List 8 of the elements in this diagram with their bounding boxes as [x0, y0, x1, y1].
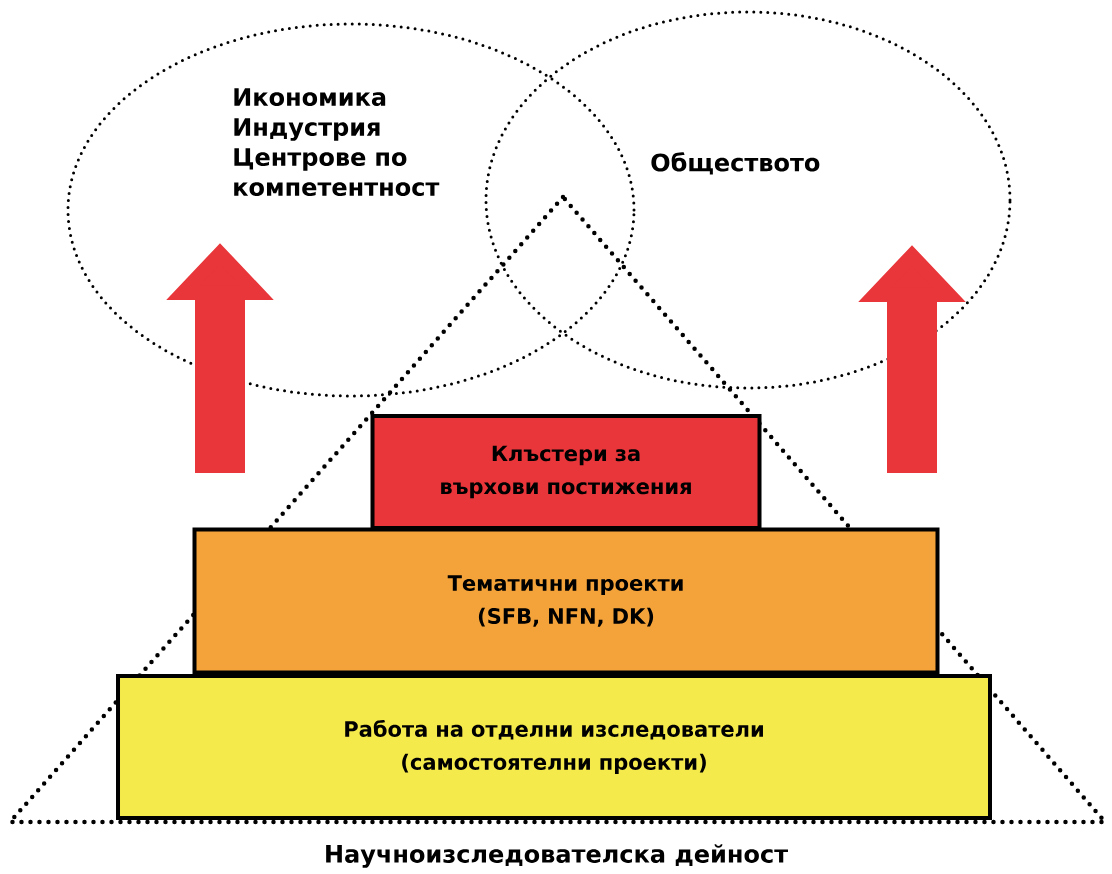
pyramid-block: Работа на отделни изследователи (самостоятелни проекти) [116, 674, 992, 820]
pyramid-block: Клъстери за върхови постижения [370, 414, 762, 530]
ellipse-label: Икономика [234, 88, 386, 107]
ellipse-label: Обществото [651, 152, 820, 175]
pyramid-block: Тематични проекти (SFB, NFN, DK) [192, 527, 940, 675]
ellipse-label: Индустрия [234, 118, 380, 141]
ellipse-label: Центрове по компетентност [234, 148, 440, 197]
triangle-caption: Научноизследователска дейност [326, 844, 788, 868]
